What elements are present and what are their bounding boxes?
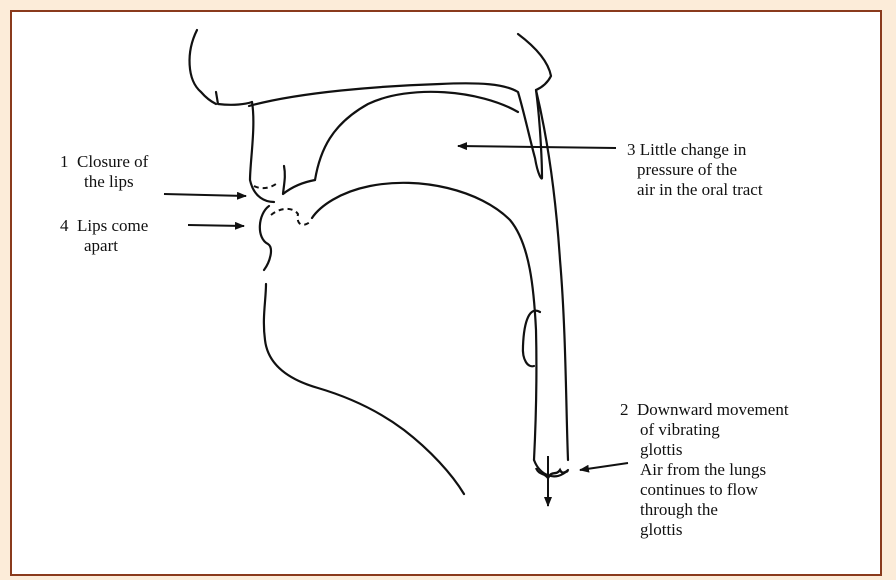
lower-lip-outline [260,206,271,270]
lip-closure-dashed [254,184,276,188]
lips-apart-arrow [188,225,244,226]
forehead-nose-outline [190,30,216,104]
label-lips-come-apart: 4 Lips come apart [60,216,148,256]
pressure-arrow [458,146,616,148]
upper-lip-outline [250,102,274,202]
nostril-outline [216,92,252,105]
label-pressure-change: 3 Little change in pressure of the air i… [627,140,763,200]
chin-neck-outline [264,284,464,494]
label-closure-of-lips: 1 Closure of the lips [60,152,148,192]
alveolar-ridge-outline [283,166,315,194]
palate-outline [315,92,518,180]
closure-arrow [164,194,246,196]
label-glottis-movement: 2 Downward movement of vibrating glottis… [620,400,789,540]
tongue-outline [312,183,536,460]
lips-apart-dashed [271,209,310,225]
